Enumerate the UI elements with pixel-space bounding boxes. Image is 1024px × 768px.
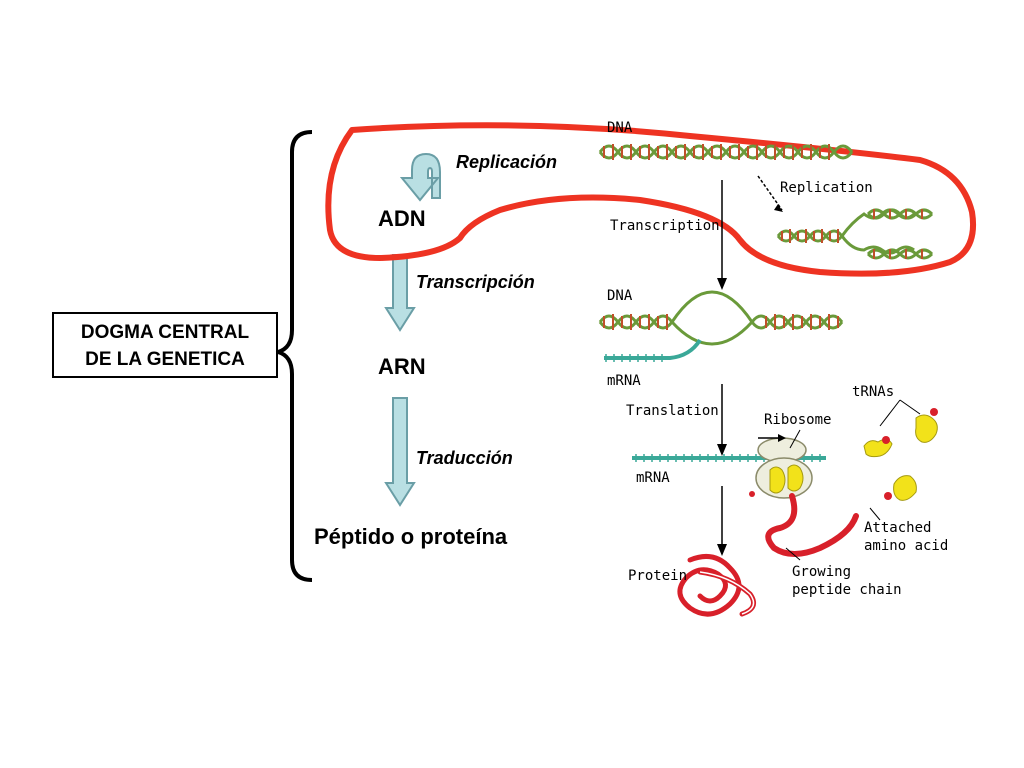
node-rna: ARN [378,354,426,379]
node-protein: Péptido o proteína [314,524,508,549]
illus-label-translation: Translation [626,403,719,419]
dna-helix-replicating [776,208,934,260]
illus-label-replication: Replication [780,180,873,196]
replication-pointer [757,175,783,211]
illus-label-trnas: tRNAs [852,384,895,400]
ribosome-pointer [789,429,801,449]
tag-marker [749,491,755,497]
dna-helix-transcribing [598,290,844,362]
trna-molecules [863,399,938,501]
illus-label-mrna-mid: mRNA [607,373,641,389]
growing-peptide-chain [765,493,859,557]
illus-label-protein: Protein [628,568,688,584]
transcription-arrow [384,254,416,332]
folded-protein [677,553,757,617]
illus-label-growing-1: Growing [792,564,852,580]
dna-helix-top [598,144,854,160]
curly-brace [276,130,313,582]
illus-label-attached-1: Attached [864,520,932,536]
illus-label-attached-2: amino acid [864,538,949,554]
title-line-2: DE LA GENETICA [85,349,245,370]
central-dogma-title-box: DOGMA CENTRAL DE LA GENETICA [52,312,278,378]
illus-label-transcription: Transcription [610,218,720,234]
ribosome [755,437,813,499]
label-replication: Replicación [456,152,558,172]
illus-label-dna-top: DNA [607,120,633,136]
node-dna: ADN [378,206,426,231]
illus-label-ribosome: Ribosome [764,412,832,428]
label-translation: Traducción [416,448,513,468]
illus-label-mrna-low: mRNA [636,470,670,486]
label-transcription: Transcripción [416,272,535,292]
title-line-1: DOGMA CENTRAL [80,322,250,343]
replication-curved-arrow [399,152,441,202]
growing-pointer [785,547,801,561]
translation-arrow [384,397,416,507]
illus-label-growing-2: peptide chain [792,582,902,598]
attached-pointer [869,507,881,521]
illus-label-dna-mid: DNA [607,288,633,304]
